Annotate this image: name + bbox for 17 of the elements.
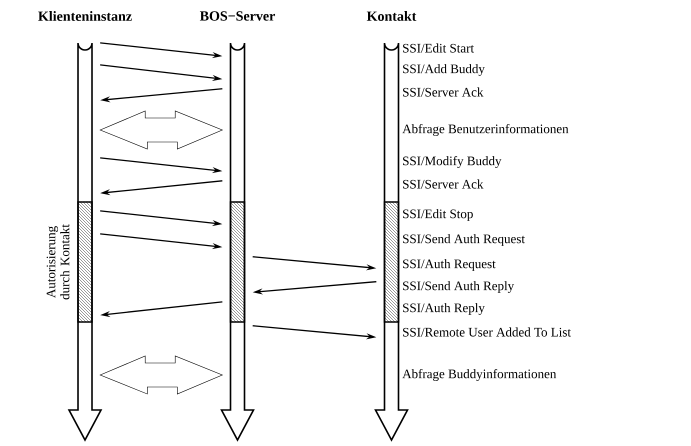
message-label: SSI/Server Ack [403, 179, 484, 189]
message-label: SSI/Add Buddy [403, 64, 485, 76]
message-label: SSI/Send Auth Request [403, 234, 525, 246]
lifeline: BOS−Server [200, 11, 276, 323]
message-label: SSI/Auth Reply [403, 303, 485, 315]
message-label: Abfrage Buddyinformationen [402, 369, 556, 381]
rotated-label: Autorisierung durch Kontakt [46, 224, 70, 300]
lifeline [220, 42, 254, 441]
message-label: SSI/Server Ack [403, 87, 484, 97]
message-label: Abfrage Benutzerinformationen [402, 124, 568, 136]
message-label: SSI/Edit Stop [403, 209, 473, 221]
message-label: SSI/Auth Request [403, 259, 496, 271]
message-label: SSI/Send Auth Reply [403, 281, 514, 293]
lifeline [68, 42, 102, 441]
message-label: SSI/Edit Start [403, 43, 474, 53]
message-label: SSI/Modify Buddy [403, 156, 502, 168]
message-label: SSI/Remote User Added To List [403, 327, 571, 337]
